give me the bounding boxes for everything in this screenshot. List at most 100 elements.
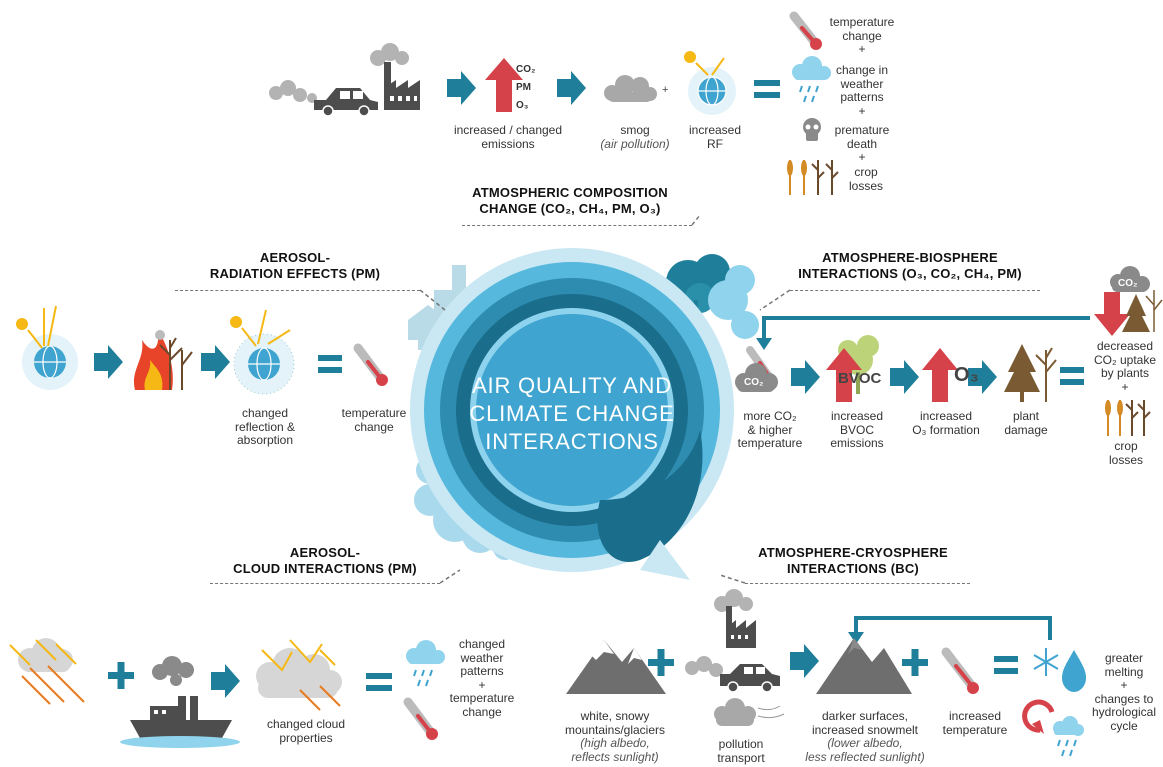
factory-icon bbox=[714, 589, 756, 648]
rf-globe-icon bbox=[684, 51, 736, 115]
exhaust-smoke-icon bbox=[685, 656, 723, 677]
cloud-out-line2: weather bbox=[460, 650, 504, 665]
uptake-line3: by plants bbox=[1100, 366, 1150, 380]
crop-wheat-icon bbox=[787, 160, 839, 195]
factory-icon bbox=[370, 43, 420, 110]
radiation-temp-line2: change bbox=[354, 419, 394, 434]
red-up-arrow-icon bbox=[922, 348, 958, 402]
header-aerosol-radiation: AEROSOL- RADIATION EFFECTS (PM) bbox=[170, 250, 420, 282]
thermometer-icon bbox=[941, 647, 979, 694]
label-smog-line2: (air pollution) bbox=[600, 136, 670, 151]
bio-crop-line2: losses bbox=[1108, 452, 1143, 467]
more-co2-line3: temperature bbox=[737, 436, 803, 450]
header-aerosol-cloud: AEROSOL- CLOUD INTERACTIONS (PM) bbox=[210, 545, 440, 577]
reflection-line1: changed bbox=[241, 406, 289, 420]
outcome-death-line1: premature bbox=[834, 123, 890, 137]
title-line1: AIR QUALITY AND bbox=[472, 373, 672, 398]
label-rf: increased RF bbox=[680, 123, 750, 151]
label-bvoc-emissions: increased BVOC emissions bbox=[820, 409, 894, 451]
rain-cloud-icon bbox=[406, 640, 445, 687]
equals-icon bbox=[994, 656, 1018, 674]
plus-icon bbox=[108, 662, 134, 689]
uptake-line2: CO₂ uptake bbox=[1093, 352, 1157, 367]
plus-symbol: + bbox=[662, 84, 669, 96]
label-pollution-transport: pollution transport bbox=[706, 737, 776, 765]
rain-cloud-icon bbox=[792, 56, 831, 103]
header-cryosphere-line1: ATMOSPHERE-CRYOSPHERE bbox=[758, 545, 948, 560]
outcome-plus-1: + bbox=[858, 42, 866, 56]
arrow-right-icon bbox=[890, 360, 919, 394]
outcome-weather-line2: weather bbox=[840, 76, 884, 91]
cloud-out-line6: change bbox=[462, 704, 502, 719]
sunlit-globe-icon bbox=[16, 305, 78, 390]
label-cloud-props: changed cloud properties bbox=[256, 717, 356, 745]
equals-icon bbox=[318, 355, 342, 373]
o3-form-line2: O₃ formation bbox=[912, 422, 980, 437]
outcome-weather-line1: change in bbox=[835, 63, 889, 77]
arrow-right-icon bbox=[94, 345, 123, 379]
car-icon bbox=[720, 664, 780, 693]
label-outcome-crop: crop losses bbox=[836, 165, 896, 193]
cryo-temp-line1: increased bbox=[948, 709, 1002, 723]
thermometer-icon bbox=[403, 697, 438, 740]
bvoc-trees-icon bbox=[826, 335, 879, 402]
label-smog-line1: smog bbox=[620, 123, 650, 137]
o3-text: O₃ bbox=[954, 364, 979, 386]
outcome-temp-line1: temperature bbox=[829, 15, 895, 29]
co2-uptake-badge-text: CO₂ bbox=[1118, 278, 1138, 289]
uptake-line4: + bbox=[1121, 379, 1129, 394]
darker-line3: (lower albedo, bbox=[827, 736, 903, 750]
white-line2: mountains/glaciers bbox=[564, 722, 666, 737]
header-aerosol-radiation-line1: AEROSOL- bbox=[259, 250, 331, 265]
label-emissions: increased / changed emissions bbox=[448, 123, 568, 151]
crop-wheat-icon bbox=[1105, 400, 1151, 436]
divider-aerosol-radiation bbox=[175, 290, 420, 291]
damaged-tree-icon bbox=[1004, 344, 1057, 402]
melting-line4: changes to bbox=[1094, 691, 1154, 706]
damage-line2: damage bbox=[1004, 422, 1048, 437]
melting-line2: melting bbox=[1104, 664, 1144, 679]
header-composition: ATMOSPHERIC COMPOSITION CHANGE (CO₂, CH₄… bbox=[440, 185, 700, 217]
thermometer-icon bbox=[789, 11, 822, 50]
arrow-right-icon bbox=[791, 360, 820, 394]
co2-cloud-icon bbox=[735, 363, 778, 392]
decreased-uptake-icon bbox=[1094, 266, 1163, 336]
o3-form-line1: increased bbox=[919, 409, 973, 423]
wildfire-icon bbox=[133, 330, 193, 390]
aerosol-globe-icon bbox=[230, 309, 295, 395]
hydrological-cycle-icon bbox=[1022, 699, 1084, 757]
outcome-crop-line1: crop bbox=[854, 165, 878, 179]
title-line2: CLIMATE CHANGE bbox=[469, 401, 675, 426]
label-bio-crop: crop losses bbox=[1096, 439, 1156, 467]
cryo-feedback-line bbox=[854, 616, 1052, 640]
exhaust-smoke-icon bbox=[269, 80, 317, 103]
melting-line3: + bbox=[1120, 678, 1128, 692]
label-emissions-line1: increased / changed bbox=[453, 123, 563, 137]
header-aerosol-cloud-line1: AEROSOL- bbox=[289, 545, 361, 560]
snowy-mountains-icon bbox=[566, 640, 666, 694]
header-biosphere: ATMOSPHERE-BIOSPHERE INTERACTIONS (O₃, C… bbox=[765, 250, 1055, 282]
cryo-temp-line2: temperature bbox=[942, 722, 1008, 737]
cloud-props-line2: properties bbox=[279, 730, 333, 745]
header-cryosphere: ATMOSPHERE-CRYOSPHERE INTERACTIONS (BC) bbox=[728, 545, 978, 577]
bio-crop-line1: crop bbox=[1114, 439, 1138, 453]
label-plant-damage: plant damage bbox=[996, 409, 1056, 437]
damage-line1: plant bbox=[1012, 409, 1040, 423]
label-rf-line2: RF bbox=[707, 136, 723, 151]
skull-icon bbox=[803, 118, 821, 141]
label-darker-surfaces: darker surfaces, increased snowmelt (low… bbox=[800, 709, 930, 764]
label-o3-formation: increased O₃ formation bbox=[904, 409, 988, 437]
transport-line2: transport bbox=[717, 750, 765, 765]
label-smog: smog (air pollution) bbox=[590, 123, 680, 151]
white-line3: (high albedo, bbox=[580, 736, 650, 750]
sunlight-clouds-icon bbox=[9, 638, 85, 705]
label-outcome-weather: change in weather patterns + bbox=[822, 63, 902, 118]
equals-icon bbox=[366, 673, 392, 691]
outcome-weather-line3: patterns bbox=[840, 90, 884, 104]
divider-cryosphere bbox=[745, 583, 970, 584]
pollution-cloud-icon bbox=[714, 698, 785, 726]
label-emissions-line2: emissions bbox=[481, 136, 535, 151]
